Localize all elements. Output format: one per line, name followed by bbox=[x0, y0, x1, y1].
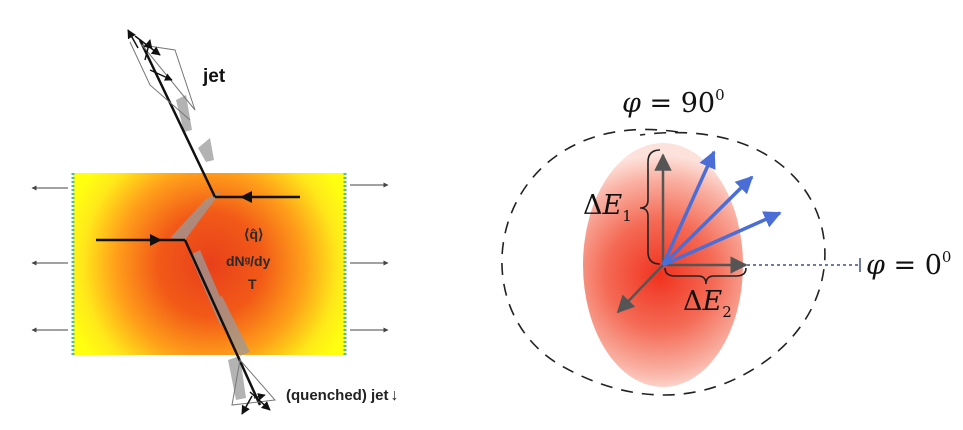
quenched-jet-text: (quenched) jet bbox=[286, 387, 389, 404]
phi-90-eq: = 90 bbox=[640, 88, 716, 119]
delta-e1-sub: 1 bbox=[622, 207, 632, 225]
quenched-jet-cone bbox=[231, 358, 277, 415]
delta-symbol: Δ bbox=[683, 286, 703, 317]
jet-label: jet bbox=[203, 66, 226, 87]
phi-0-sup: 0 bbox=[941, 248, 952, 266]
arrow-down-icon: ↓ bbox=[390, 387, 399, 404]
phi-90-label: φ = 900 bbox=[622, 86, 725, 119]
brace-delta-e2 bbox=[664, 267, 747, 285]
delta-e2-label: ΔE2 bbox=[683, 286, 732, 321]
qhat-label: ⟨q̂⟩ bbox=[244, 226, 264, 242]
phi-90-sup: 0 bbox=[715, 86, 725, 104]
parton-arrowhead-left bbox=[150, 234, 162, 246]
phi-0-eq: = 0 bbox=[884, 250, 942, 281]
gluon-radiation bbox=[170, 95, 250, 400]
expansion-arrows-right bbox=[350, 182, 389, 333]
quenched-jet-label: (quenched) jet↓ bbox=[286, 387, 399, 405]
parton-arrowhead-right bbox=[240, 191, 252, 203]
delta-e1-label: ΔE1 bbox=[583, 190, 632, 225]
delta-e1-var: E bbox=[602, 190, 623, 221]
delta-e2-sub: 2 bbox=[722, 303, 732, 321]
delta-e2-var: E bbox=[702, 286, 723, 317]
jet-line bbox=[138, 39, 217, 198]
delta-symbol: Δ bbox=[583, 190, 603, 221]
energy-arrows-gray bbox=[616, 153, 748, 314]
phi-symbol: φ bbox=[622, 88, 641, 119]
brace-delta-e1 bbox=[639, 149, 661, 265]
phi-0-label: φ = 00 bbox=[866, 248, 952, 281]
phi-symbol: φ bbox=[866, 250, 885, 281]
jet-cone bbox=[127, 29, 196, 121]
quenched-jet-line bbox=[183, 239, 262, 406]
multiplicity-label: dNᵍ/dy bbox=[226, 253, 271, 269]
energy-arrows-blue bbox=[661, 150, 782, 267]
dashed-boundary bbox=[501, 128, 826, 396]
expansion-arrows-left bbox=[31, 185, 68, 333]
temperature-label: T bbox=[248, 276, 257, 292]
